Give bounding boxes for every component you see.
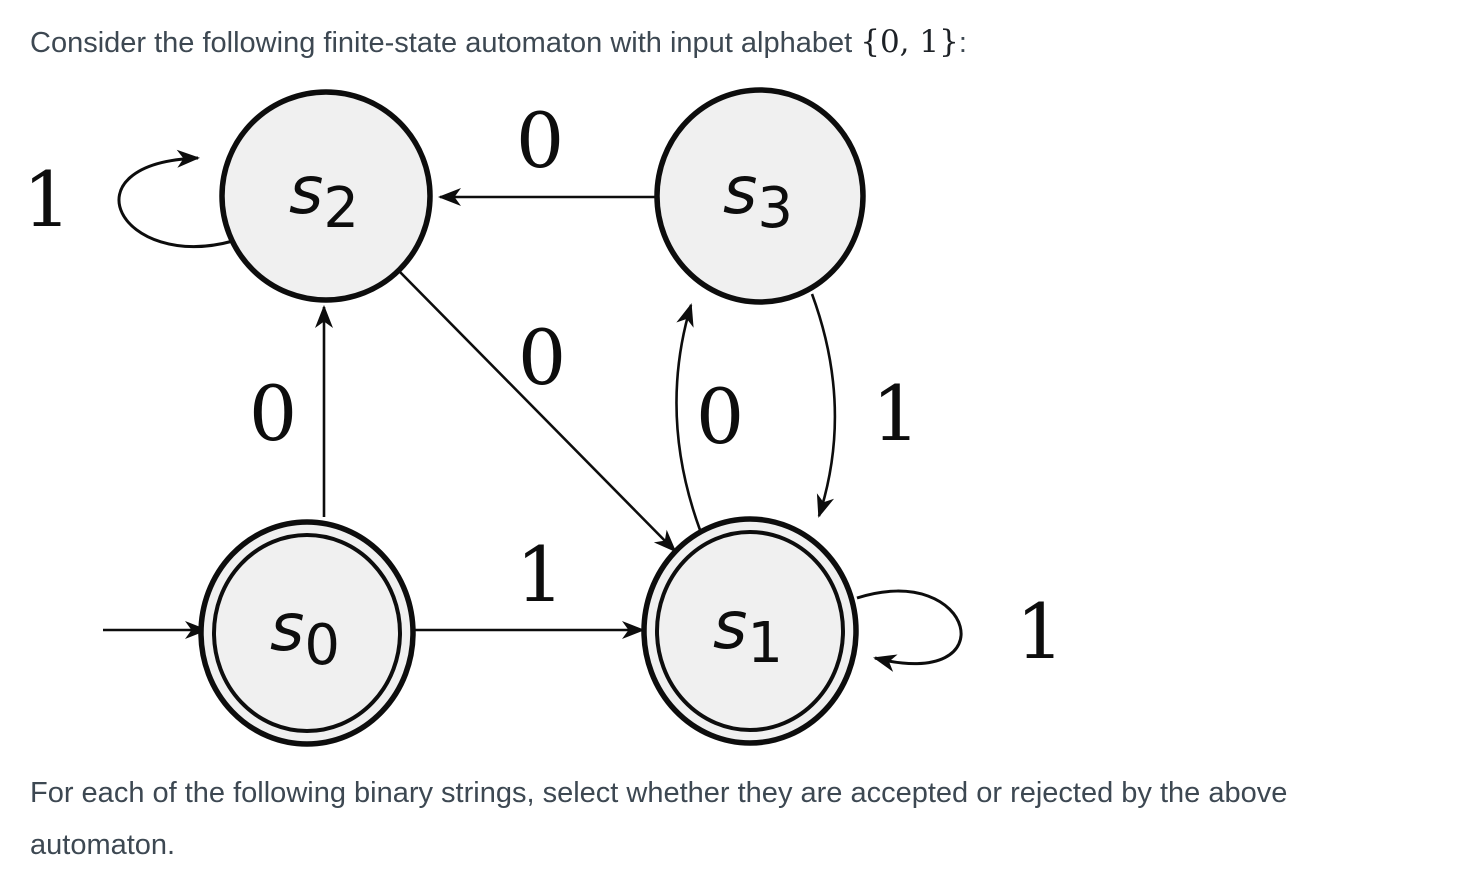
question-instruction: For each of the following binary strings… — [30, 775, 1460, 863]
state-s0 — [198, 519, 416, 747]
intro-colon: : — [958, 27, 967, 59]
transition-s2-loop-1 — [117, 149, 234, 248]
states-layer: s2 s3 s0 s1 — [198, 87, 866, 747]
label-s1-to-s3: 0 — [696, 372, 744, 461]
instruction-line-1: For each of the following binary strings… — [30, 777, 1288, 809]
transition-s2-to-s1-0 — [398, 270, 677, 553]
label-s0-to-s1: 1 — [516, 530, 564, 619]
transition-labels-layer: 1 0 0 0 0 1 1 1 — [23, 96, 1064, 676]
transition-s1-loop-1 — [856, 589, 963, 672]
state-s0-accepting-ring — [212, 533, 402, 733]
intro-text: Consider the following finite-state auto… — [30, 27, 861, 59]
transition-s3-to-s1-1 — [810, 293, 837, 518]
label-s3-to-s1: 1 — [872, 369, 920, 458]
state-s2-label: s2 — [289, 152, 359, 241]
state-s1-label: s1 — [713, 587, 783, 676]
instruction-line-2: automaton. — [30, 829, 176, 861]
state-s3 — [654, 87, 866, 305]
question-intro: Consider the following finite-state auto… — [30, 24, 967, 61]
label-s2-to-s1: 0 — [518, 313, 566, 402]
input-alphabet: {0, 1} — [860, 24, 959, 60]
label-s2-loop: 1 — [23, 155, 71, 244]
label-s3-to-s2: 0 — [516, 96, 564, 185]
state-s1-accepting-ring — [655, 530, 845, 732]
state-s2 — [219, 89, 433, 303]
transitions-layer — [103, 149, 963, 672]
state-s1 — [641, 516, 859, 746]
label-s0-to-s2: 0 — [249, 369, 297, 458]
state-s3-label: s3 — [723, 152, 793, 241]
transition-s1-to-s3-0 — [675, 303, 702, 531]
label-s1-loop: 1 — [1016, 587, 1064, 676]
state-s0-label: s0 — [270, 589, 340, 678]
